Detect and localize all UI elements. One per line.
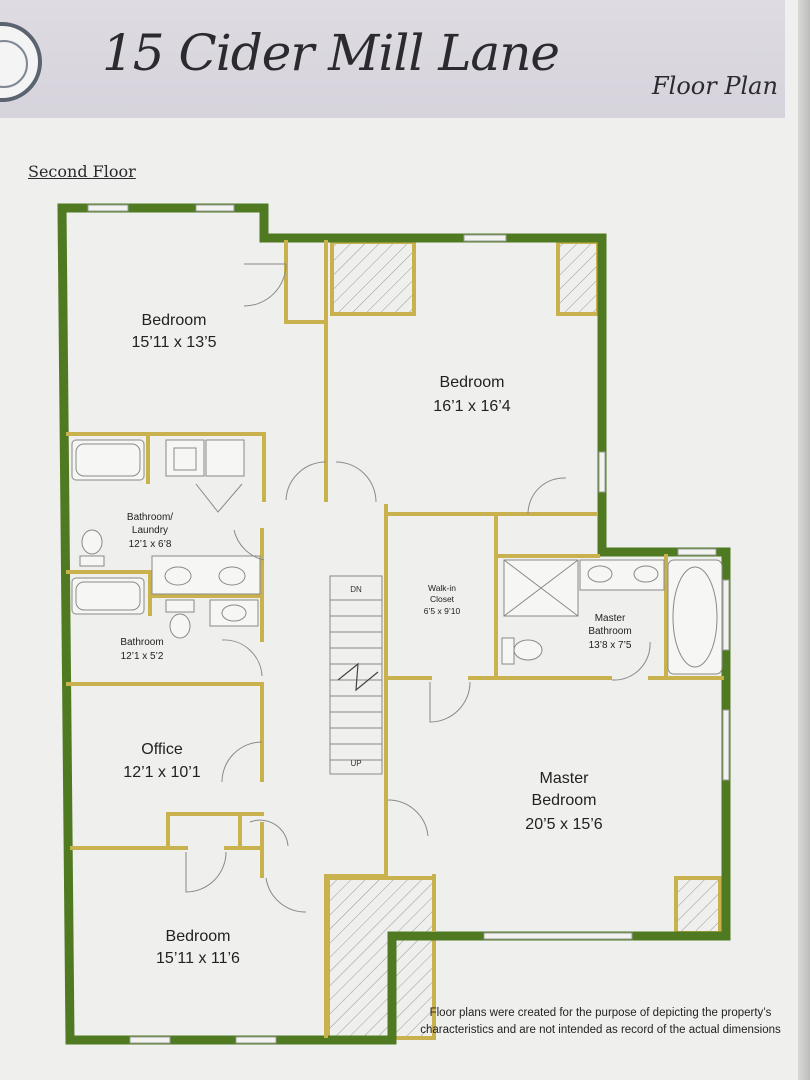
room-size: 15’11 x 11’6 [156, 950, 240, 967]
room-size: 20’5 x 15’6 [525, 816, 602, 833]
room-name: Bathroom/ [127, 512, 173, 523]
hatched-closet [556, 240, 600, 316]
door-swings [185, 263, 651, 913]
room-name: Bedroom [532, 792, 597, 809]
room-name: Walk-in [428, 583, 456, 593]
stairs-up-label: UP [350, 759, 361, 768]
room-name: Master [595, 613, 626, 624]
room-name: Bedroom [440, 374, 505, 391]
page-title: 15 Cider Mill Lane [102, 24, 560, 82]
room-name: Closet [430, 594, 455, 604]
room-size: 12’1 x 10’1 [123, 764, 200, 781]
page-subtitle: Floor Plan [652, 72, 778, 100]
room-size: 12’1 x 5’2 [121, 651, 164, 662]
room-size: 12’1 x 6’8 [129, 539, 172, 550]
room-size: 6’5 x 9’10 [424, 606, 461, 616]
room-name: Laundry [132, 525, 168, 536]
hatched-closet [674, 876, 722, 935]
disclaimer-text: Floor plans were created for the purpose… [420, 1007, 781, 1036]
room-name: Master [540, 770, 590, 787]
windows [88, 205, 729, 1043]
exterior-walls [57, 203, 731, 1045]
fixtures [71, 439, 723, 675]
room-labels: Bedroom 15’11 x 13’5 Bedroom 16’1 x 16’4… [120, 312, 632, 967]
stairs-down-label: DN [350, 585, 362, 594]
staircase [329, 575, 383, 775]
hatched-closet [330, 240, 416, 316]
room-name: Office [141, 741, 183, 758]
window-frames [87, 204, 730, 1044]
page-edge [798, 0, 810, 1080]
title-banner [0, 0, 785, 118]
room-name: Bathroom [120, 637, 163, 648]
room-name: Bedroom [142, 312, 207, 329]
interior-walls [66, 240, 724, 1038]
room-size: 13’8 x 7’5 [589, 640, 632, 651]
floor-label: Second Floor [28, 162, 136, 181]
room-size: 16’1 x 16’4 [433, 398, 510, 415]
room-size: 15’11 x 13’5 [131, 334, 216, 351]
room-name: Bedroom [166, 928, 231, 945]
room-name: Bathroom [588, 626, 631, 637]
